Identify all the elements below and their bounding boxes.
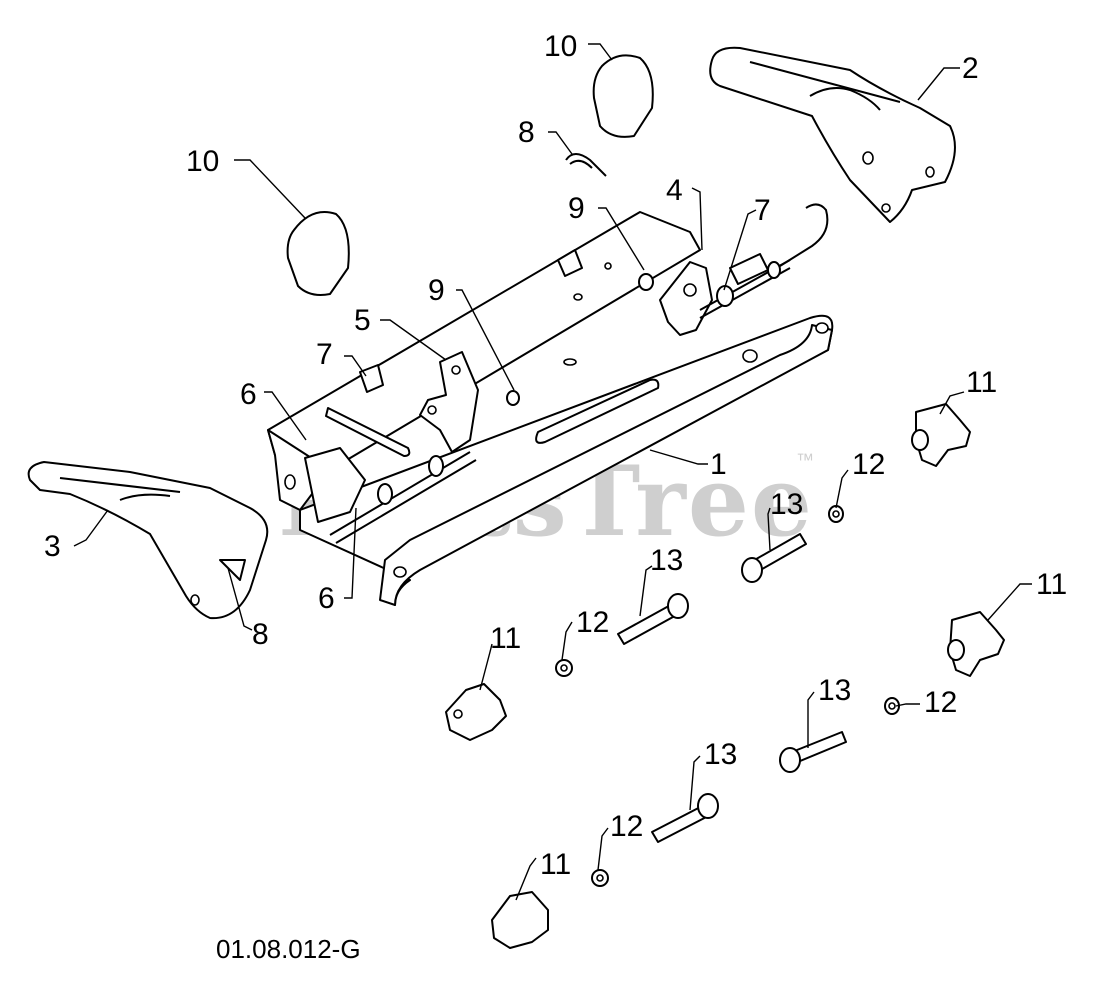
callout-10-right: 10 (544, 30, 577, 63)
callout-11-b: 11 (1036, 568, 1067, 601)
seat-frame-part-1 (267, 211, 834, 606)
callout-13-d: 13 (704, 738, 737, 771)
star-knob-part-11-c (445, 683, 507, 741)
clip-part-8-top (565, 153, 607, 177)
bolt-part-13-b (617, 593, 689, 645)
callout-2: 2 (962, 52, 979, 85)
watermark-trademark: ™ (796, 450, 814, 470)
callout-4: 4 (666, 174, 683, 207)
linkage-right (638, 203, 829, 336)
knob-part-10-left (286, 211, 350, 296)
callout-9-left: 9 (428, 274, 445, 307)
callout-9-right: 9 (568, 192, 585, 225)
callout-7-right: 7 (754, 194, 771, 227)
callout-6-bottom: 6 (318, 582, 335, 615)
washer-part-12-b (555, 659, 573, 677)
knob-part-10-right (592, 54, 654, 138)
bolt-part-13-a (741, 533, 807, 583)
callout-12-a: 12 (852, 448, 885, 481)
lever-arm-part-2 (709, 46, 956, 223)
star-knob-part-11-d (491, 891, 549, 949)
callout-6-top: 6 (240, 378, 257, 411)
callout-3: 3 (44, 530, 61, 563)
linkage-left (304, 351, 520, 544)
callout-11-d: 11 (540, 848, 571, 881)
callout-12-d: 12 (610, 810, 643, 843)
lever-arm-part-3 (27, 461, 269, 620)
bolt-part-13-d (651, 793, 719, 843)
callout-8-top: 8 (518, 116, 535, 149)
bolt-part-13-c (779, 731, 847, 773)
washer-part-12-c (884, 697, 900, 715)
callout-12-b: 12 (576, 606, 609, 639)
callout-13-a: 13 (770, 488, 803, 521)
washer-part-12-d (591, 869, 609, 887)
drawing-code: 01.08.012-G (216, 934, 361, 964)
callout-7-left: 7 (316, 338, 333, 371)
callout-11-c: 11 (490, 622, 521, 655)
callout-8-left: 8 (252, 618, 269, 651)
callouts: 10 10 8 2 4 9 7 9 5 7 6 6 1 3 8 11 12 11… (44, 30, 1067, 881)
washer-part-12-a (828, 505, 844, 523)
callout-12-c: 12 (924, 686, 957, 719)
callout-13-c: 13 (818, 674, 851, 707)
leader-lines (73, 43, 1032, 901)
callout-11-a: 11 (966, 366, 997, 399)
callout-10-left: 10 (186, 145, 219, 178)
callout-13-b: 13 (650, 544, 683, 577)
star-knob-part-11-b (947, 611, 1005, 677)
callout-1: 1 (710, 448, 727, 481)
star-knob-part-11-a (911, 403, 971, 467)
callout-5: 5 (354, 304, 371, 337)
